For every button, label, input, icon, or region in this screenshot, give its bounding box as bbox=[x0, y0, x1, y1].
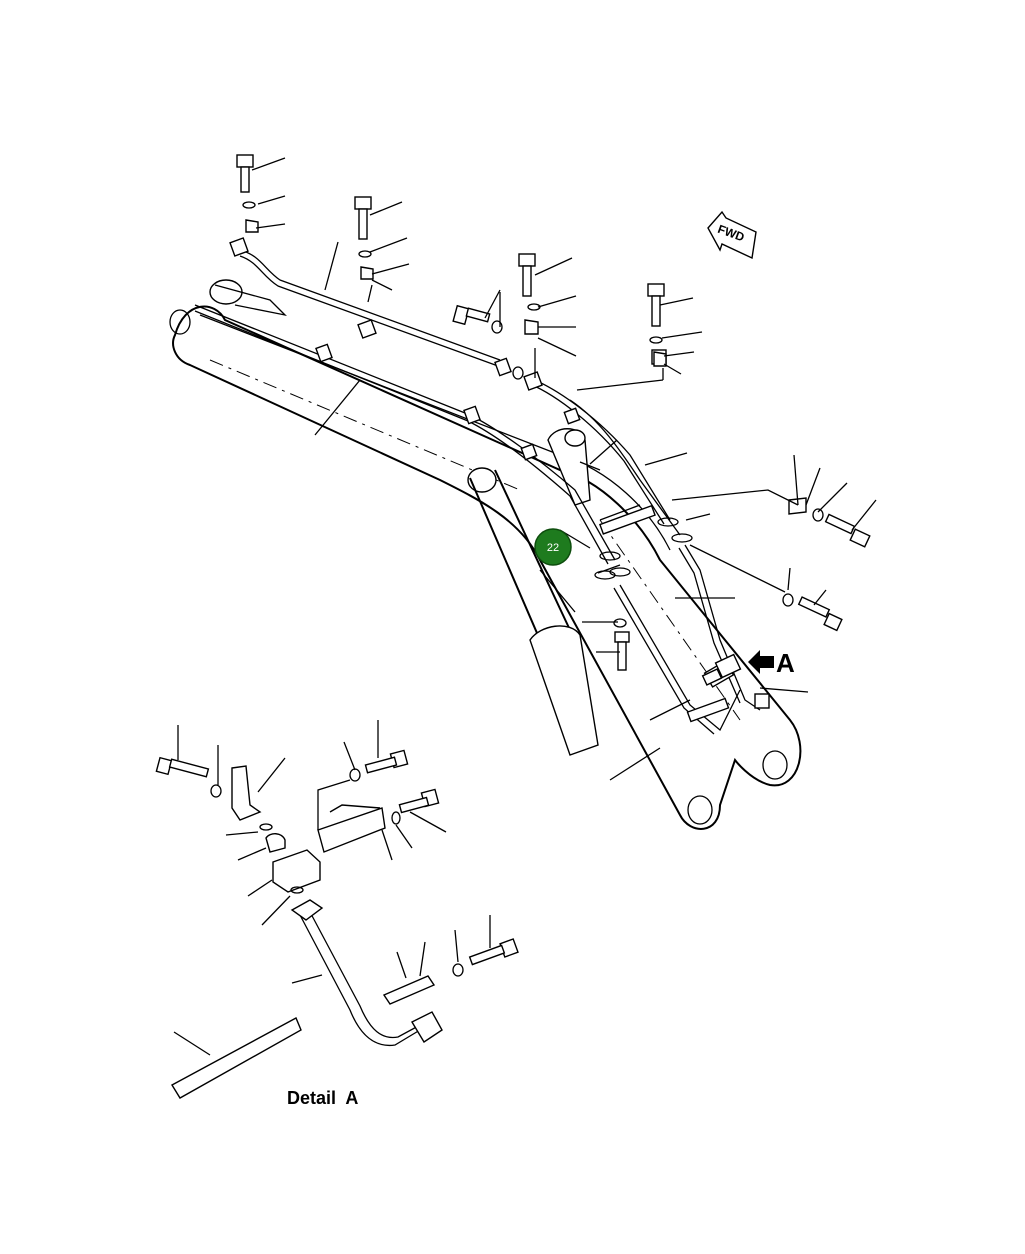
callout-label: 22 bbox=[547, 542, 559, 554]
o-rings bbox=[242, 201, 824, 628]
view-arrow-icon bbox=[748, 650, 774, 674]
callout-22[interactable]: 22 bbox=[534, 528, 572, 566]
pressure-switch bbox=[701, 653, 742, 686]
boom-body bbox=[169, 279, 802, 830]
detail-a: Detail A bbox=[155, 720, 519, 1108]
boom-bracket bbox=[547, 428, 591, 506]
bolts bbox=[236, 154, 871, 671]
fwd-arrow: FWD bbox=[707, 210, 757, 260]
view-a-indicator: A bbox=[748, 648, 795, 678]
view-arrow-letter: A bbox=[776, 648, 795, 678]
boom-cylinder bbox=[467, 467, 599, 756]
leader-lines bbox=[251, 157, 877, 781]
detail-label: Detail A bbox=[287, 1088, 358, 1108]
